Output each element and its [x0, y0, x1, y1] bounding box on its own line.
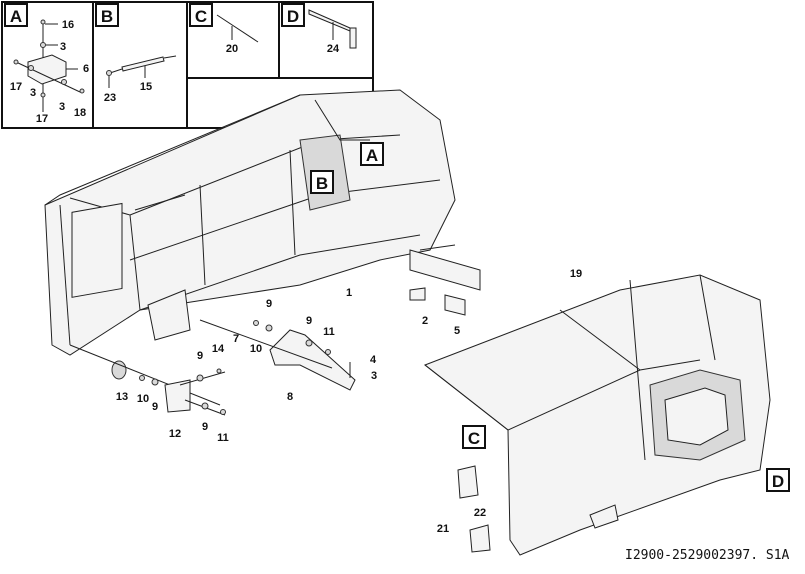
view-marker-c-box	[462, 425, 486, 449]
inset-a-label-box	[4, 3, 28, 27]
view-marker-a-box	[360, 142, 384, 166]
part-callout: 1	[346, 287, 352, 299]
inset-c-label-box	[189, 3, 213, 27]
inset-b-label-box	[95, 3, 119, 27]
part-callout: 9	[202, 421, 208, 433]
part-callout: 3	[30, 87, 36, 99]
part-callout: 3	[371, 370, 377, 382]
part-callout: 9	[266, 298, 272, 310]
part-callout: 19	[570, 268, 582, 280]
view-marker: D	[772, 472, 784, 491]
part-callout: 22	[474, 507, 486, 519]
part-callout: 8	[287, 391, 293, 403]
inset-letter: D	[287, 7, 299, 26]
part-callout: 23	[104, 92, 116, 104]
part-callout: 5	[454, 325, 460, 337]
view-marker: C	[468, 429, 480, 448]
part-callout: 17	[36, 113, 48, 125]
part-callout: 9	[152, 401, 158, 413]
part-callout: 18	[74, 107, 86, 119]
part-callout: 24	[327, 43, 340, 55]
inset-a-bracket	[13, 19, 85, 112]
inset-frames	[1, 1, 374, 129]
part-callout: 3	[60, 41, 66, 53]
inset-c-rod	[216, 14, 259, 43]
view-marker-d-box	[766, 468, 790, 492]
part-callout: 3	[59, 101, 65, 113]
part-callout: 6	[83, 63, 89, 75]
part-callout: 16	[62, 19, 74, 31]
view-marker: A	[366, 146, 378, 165]
part-callout: 7	[233, 333, 239, 345]
part-callout: 21	[437, 523, 449, 535]
part-callout: 10	[250, 343, 262, 355]
inset-b-gas-strut	[106, 55, 177, 88]
inset-letter: A	[10, 7, 22, 26]
part-callout: 15	[140, 81, 152, 93]
part-callout: 2	[422, 315, 428, 327]
part-callout: 11	[323, 326, 335, 338]
part-callout: 9	[197, 350, 203, 362]
part-callout: 10	[137, 393, 149, 405]
drawing-code: I2900-2529002397. S1A	[625, 548, 790, 563]
mounting-hardware	[69, 287, 466, 416]
part-callout: 13	[116, 391, 128, 403]
hood-assembly	[423, 274, 771, 556]
view-marker-b-box	[310, 170, 334, 194]
part-callout: 4	[370, 354, 377, 366]
inset-d-bracket	[308, 9, 357, 49]
part-callout: 20	[226, 43, 238, 55]
main-housing-assembly	[44, 89, 481, 356]
inset-d-label-box	[281, 3, 305, 27]
part-callout: 12	[169, 428, 181, 440]
part-callout: 11	[217, 432, 229, 444]
part-callout: 14	[212, 343, 225, 355]
inset-letter: C	[195, 7, 207, 26]
part-callout: 17	[10, 81, 22, 93]
inset-letter: B	[101, 7, 113, 26]
view-marker: B	[316, 174, 328, 193]
part-callout: 9	[306, 315, 312, 327]
